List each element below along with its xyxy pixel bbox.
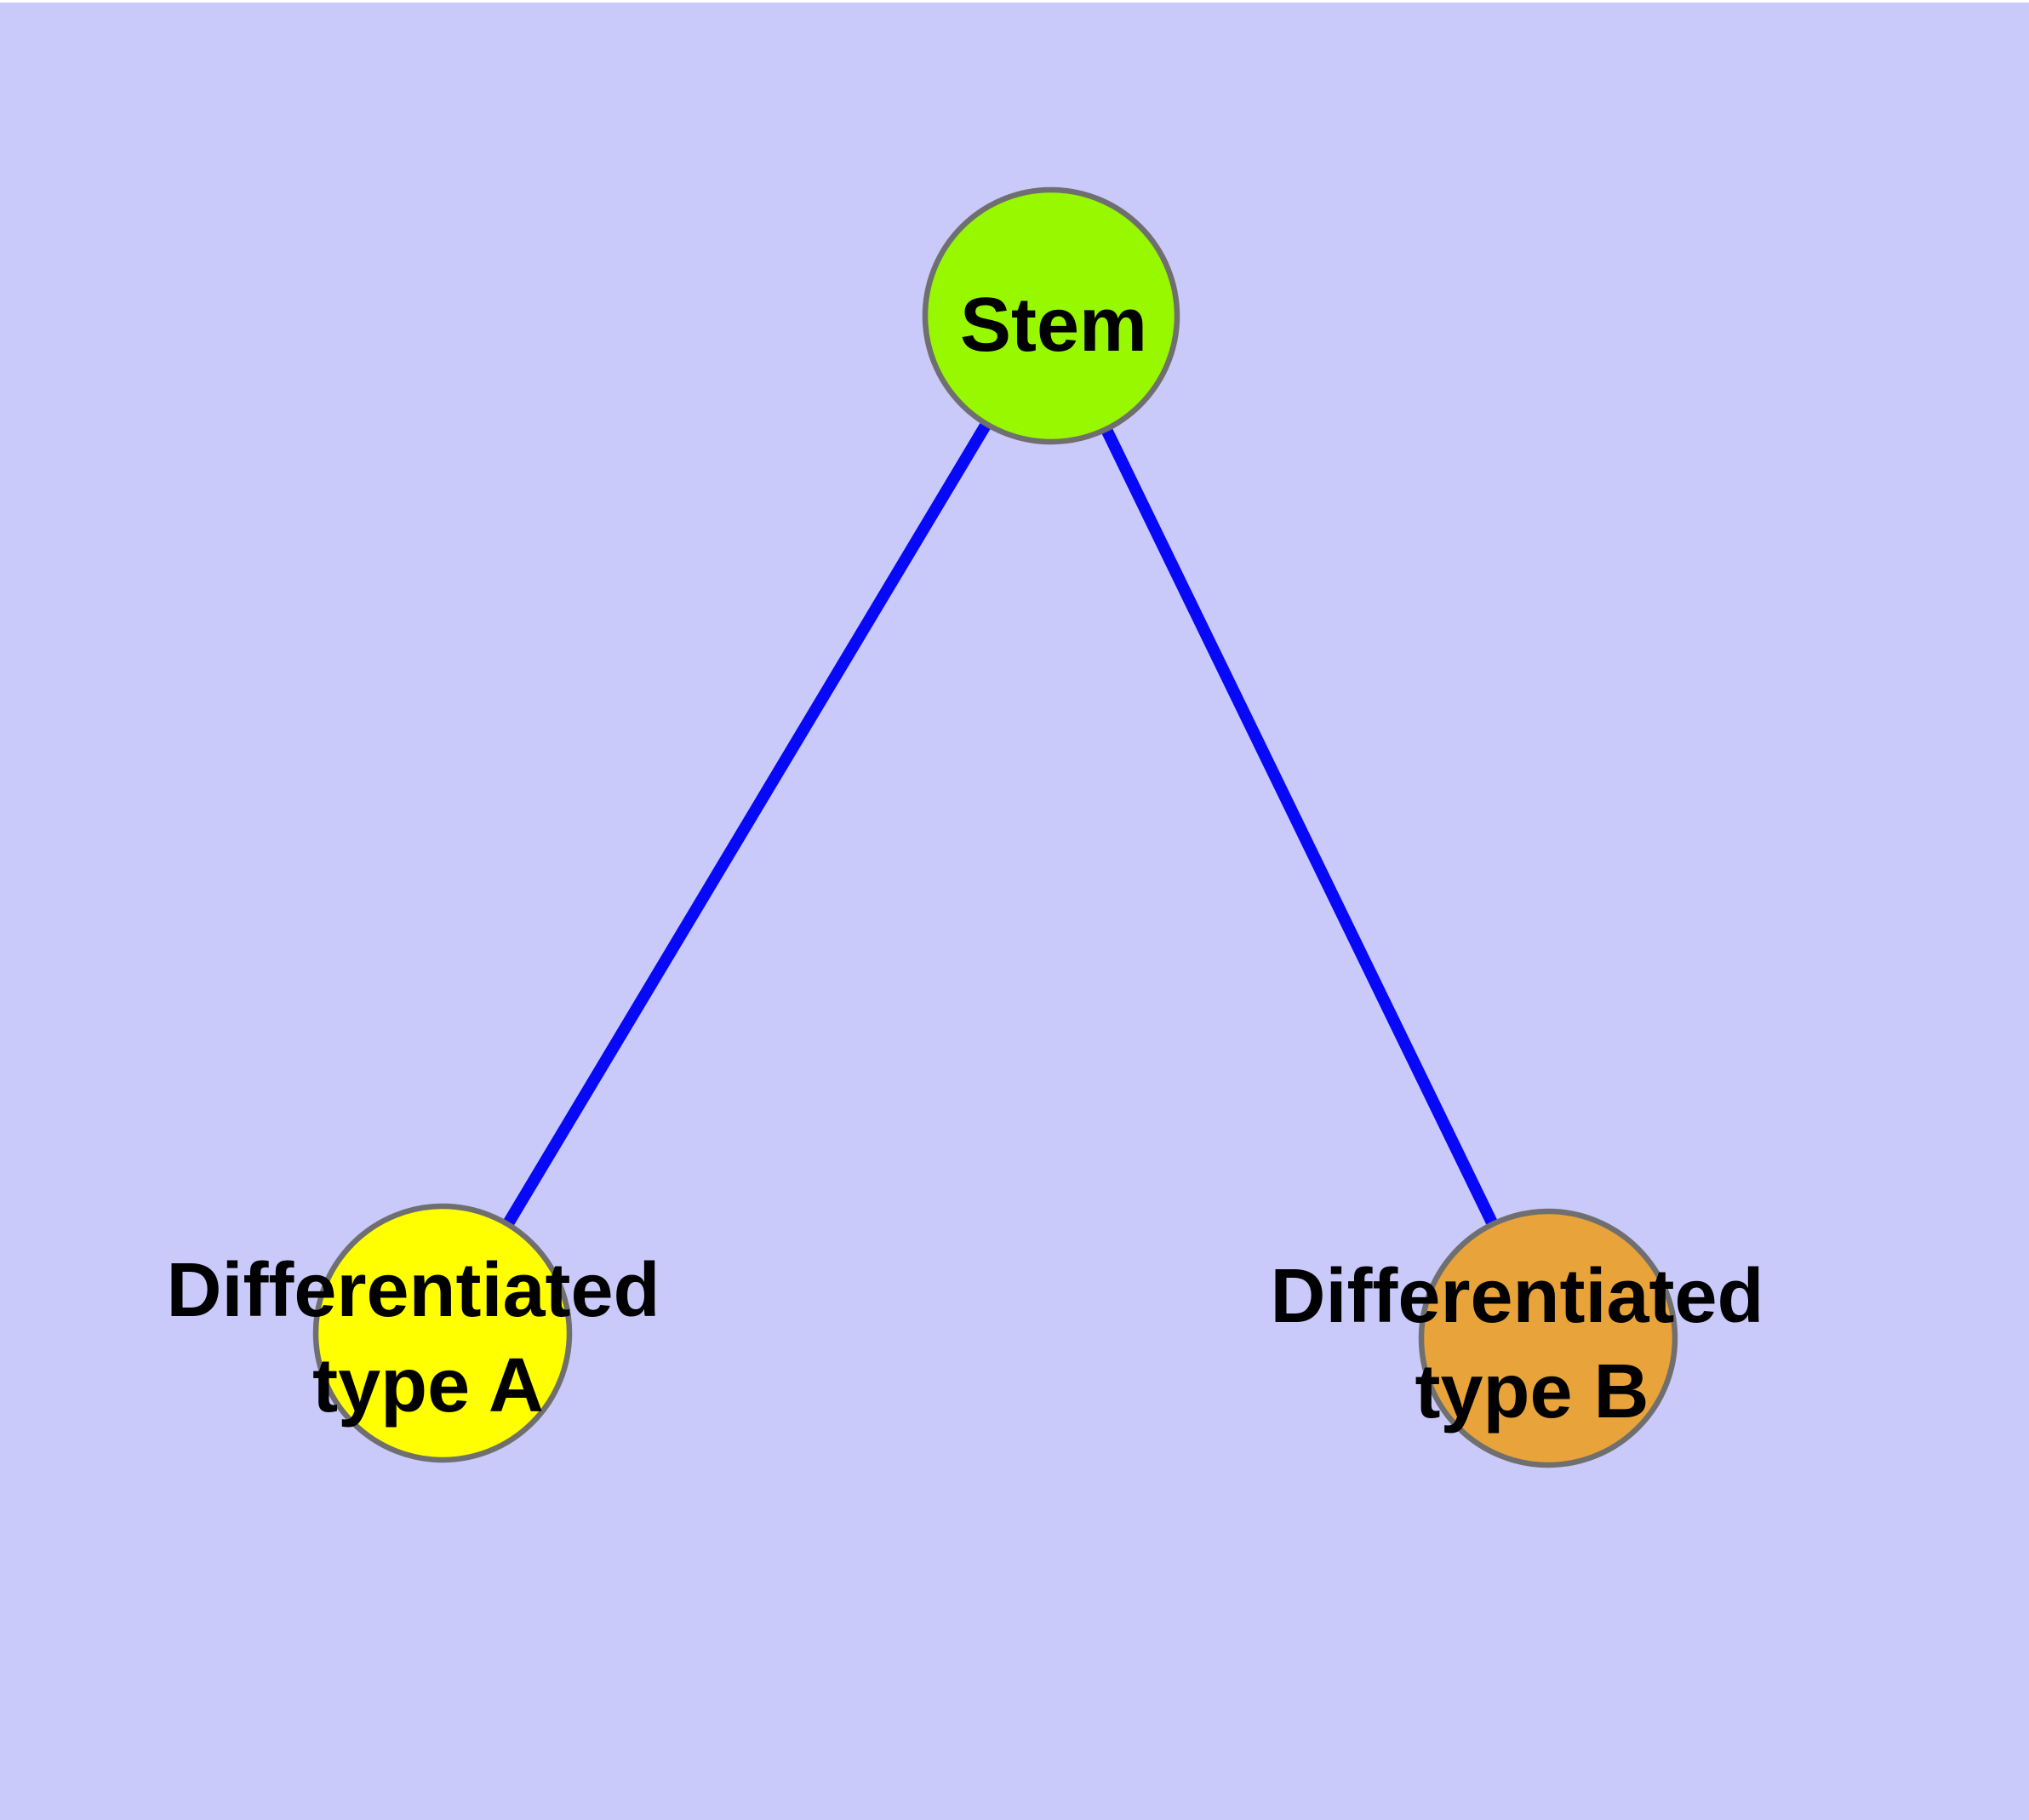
node-type-b-label: Differentiated type B	[1270, 1254, 1785, 1434]
node-type-b-label-line1: Differentiated	[1270, 1254, 1763, 1339]
node-type-a-label-line1: Differentiated	[166, 1248, 660, 1333]
node-type-b-label-line2: type B	[1415, 1349, 1649, 1434]
node-type-a-circle	[312, 1203, 573, 1463]
node-type-a-label-line2: type A	[312, 1343, 544, 1428]
edge-stem-to-type-b	[1045, 312, 1554, 1342]
node-stem-label: Stem	[960, 283, 1147, 368]
node-type-b-circle	[1418, 1208, 1678, 1468]
node-type-a-label: Differentiated type A	[166, 1248, 681, 1428]
node-stem-circle	[922, 186, 1180, 445]
edge-stem-to-type-a	[437, 312, 1057, 1336]
